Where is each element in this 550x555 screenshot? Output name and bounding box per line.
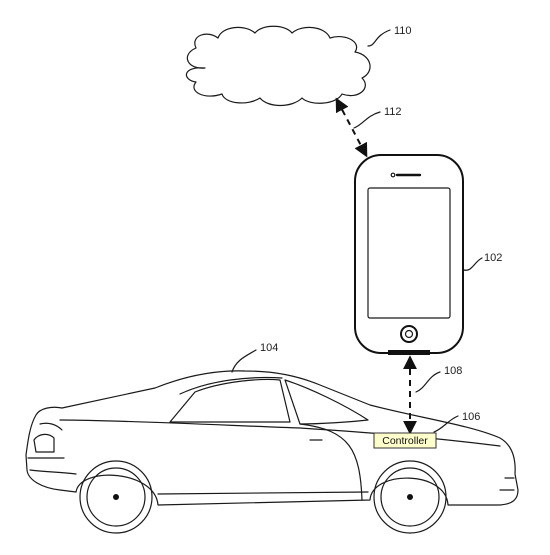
car-ref-label: 104 bbox=[260, 342, 278, 354]
link-cloud-ref-label: 112 bbox=[384, 106, 402, 118]
controller-label: Controller bbox=[382, 435, 428, 447]
smartphone bbox=[354, 154, 464, 355]
phone-ref-label: 102 bbox=[484, 252, 502, 264]
car-side-window bbox=[169, 378, 291, 423]
car-leader bbox=[231, 349, 257, 373]
link-car-ref-label: 108 bbox=[444, 365, 462, 377]
phone-leader bbox=[463, 257, 483, 271]
link-car-leader bbox=[415, 371, 441, 393]
car-body-outline bbox=[25, 370, 519, 506]
front-wheel bbox=[373, 460, 447, 534]
cloud-phone-link bbox=[335, 97, 368, 158]
car bbox=[25, 370, 519, 506]
phone-camera bbox=[390, 172, 396, 178]
controller-ref-label: 106 bbox=[462, 411, 480, 423]
cloud bbox=[186, 25, 371, 107]
car-windshield bbox=[284, 379, 369, 425]
link-cloud-leader bbox=[353, 111, 381, 129]
rear-wheel bbox=[79, 460, 153, 534]
controller-leader bbox=[433, 415, 459, 433]
car-door-line bbox=[299, 423, 363, 501]
phone-home-button bbox=[400, 325, 418, 343]
cloud-leader bbox=[367, 29, 391, 47]
phone-connector bbox=[388, 350, 430, 355]
controller-box: Controller bbox=[373, 432, 437, 449]
cloud-ref-label: 110 bbox=[394, 25, 412, 37]
